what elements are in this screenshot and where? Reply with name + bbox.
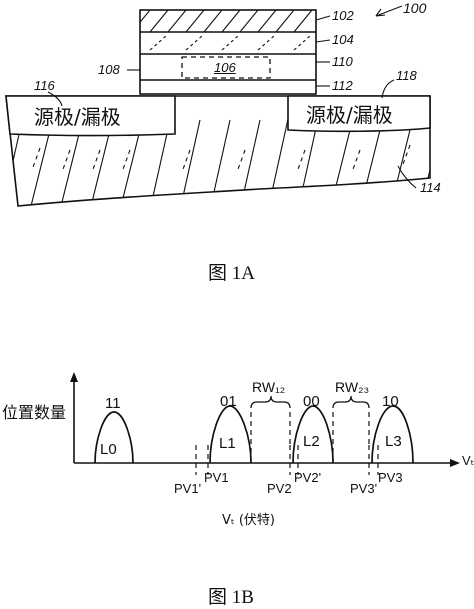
pv-label-pv2prime: PV2' [294, 470, 321, 485]
state-bits-L2: 00 [303, 393, 320, 410]
y-axis-label: 位置数量 [2, 403, 66, 422]
pv-label-pv2: PV2 [267, 481, 292, 496]
distribution-L0 [94, 411, 134, 464]
rw23-label: RW₂₃ [335, 379, 369, 395]
figure-1a-caption: 图 1A [208, 263, 255, 284]
source-drain-label-left: 源极/漏极 [34, 105, 121, 129]
figure-1b-caption: 图 1B [208, 587, 254, 608]
ref-110: 110 [332, 54, 353, 69]
pv-label-pv3: PV3 [378, 470, 403, 485]
rw12-brace [250, 395, 291, 409]
ref-108: 108 [98, 62, 120, 77]
y-axis-arrow [70, 372, 78, 382]
x-axis-label: Vₜ (伏特) [222, 513, 275, 528]
state-bits-L3: 10 [382, 393, 399, 410]
state-bits-L1: 01 [220, 393, 237, 410]
x-axis-end-label: Vₜ [462, 453, 474, 468]
floating-gate-106 [181, 56, 271, 79]
leader-lines [47, 5, 417, 189]
state-bits-L0: 11 [105, 395, 121, 412]
ref-112: 112 [332, 78, 353, 93]
source-drain-label-right: 源极/漏极 [306, 103, 393, 127]
state-level-L1: L1 [219, 435, 236, 452]
state-level-L3: L3 [385, 433, 402, 450]
distribution-L3 [371, 405, 414, 464]
source-drain-region-118 [287, 95, 431, 133]
ref-device-100: 100 [403, 0, 427, 16]
distribution-L2 [292, 405, 334, 464]
state-level-L0: L0 [100, 441, 117, 458]
pv-label-pv1: PV1 [204, 470, 229, 485]
ref-106: 106 [214, 60, 236, 75]
rw12-label: RW₁₂ [252, 379, 285, 395]
distribution-L1 [209, 405, 252, 464]
rw23-brace [332, 395, 370, 409]
x-axis-arrow [450, 459, 460, 467]
ref-118: 118 [396, 68, 417, 83]
ref-104: 104 [332, 32, 354, 47]
ref-114: 114 [420, 180, 441, 195]
pv-label-pv3prime: PV3' [350, 481, 377, 496]
pv-label-pv1prime: PV1' [174, 481, 201, 496]
ref-102: 102 [332, 8, 354, 23]
state-level-L2: L2 [303, 433, 320, 450]
source-drain-region-116 [5, 95, 176, 137]
ref-116: 116 [34, 78, 55, 93]
gate-stack-hatching [140, 10, 313, 51]
